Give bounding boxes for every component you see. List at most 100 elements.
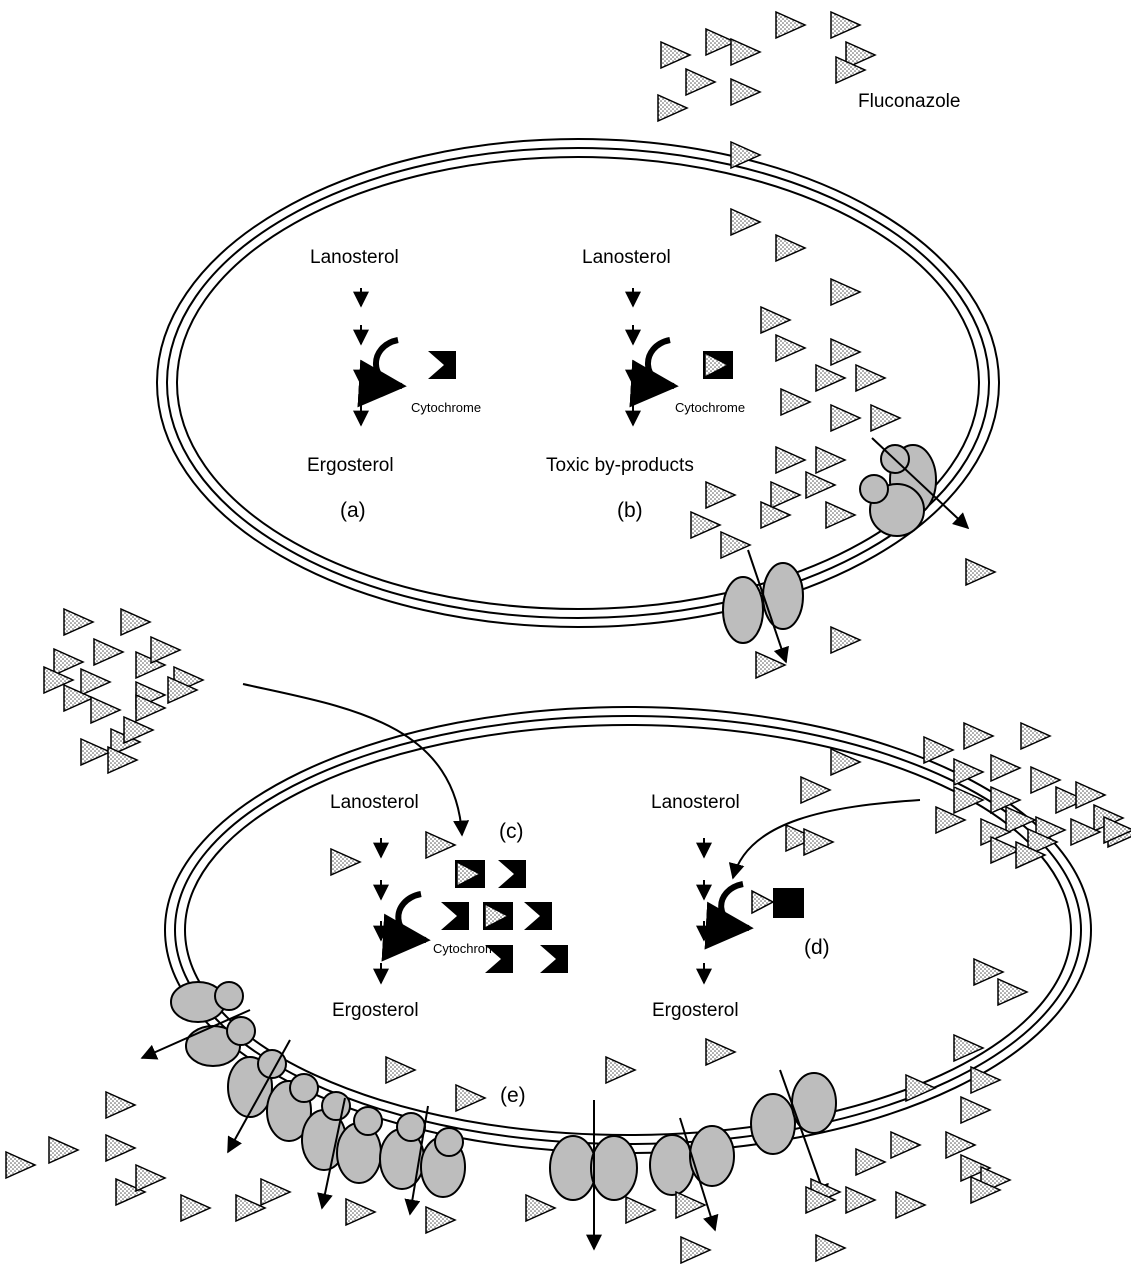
panel-a-letter: (a) xyxy=(340,499,366,522)
panel-b-letter: (b) xyxy=(617,499,643,522)
fluconazole-molecule-icon xyxy=(167,675,199,705)
fluconazole-molecule-icon xyxy=(775,445,807,475)
top-cell-membrane-inner xyxy=(176,156,980,610)
top-cell-membrane-outer xyxy=(156,138,1000,628)
fluconazole-molecule-icon xyxy=(150,635,182,665)
fluconazole-molecule-icon xyxy=(1070,817,1102,847)
fluconazole-molecule-icon xyxy=(625,1195,657,1225)
panel-a-enzyme-label: Cytochrome xyxy=(411,400,481,415)
fluconazole-molecule-icon xyxy=(1015,840,1047,870)
fluconazole-molecule-icon xyxy=(815,363,847,393)
efflux-arrow xyxy=(747,549,789,664)
panel-a-end-label: Ergosterol xyxy=(307,455,394,476)
efflux-pump-icon xyxy=(722,576,764,644)
fluconazole-molecule-icon xyxy=(805,1185,837,1215)
fluconazole-molecules xyxy=(5,10,1131,1264)
cycle-arrow xyxy=(704,881,754,950)
fluconazole-molecule-icon xyxy=(990,753,1022,783)
fluconazole-molecule-icon xyxy=(93,637,125,667)
fluconazole-molecule-icon xyxy=(960,1153,992,1183)
fluconazole-molecule-icon xyxy=(135,1163,167,1193)
fluconazole-molecule-icon xyxy=(760,305,792,335)
cytochrome-enzyme-icon xyxy=(524,902,552,930)
fluconazole-molecule-icon xyxy=(345,1197,377,1227)
fluconazole-molecule-icon xyxy=(330,847,362,877)
cycle-arrow xyxy=(629,337,679,408)
fluconazole-molecule-icon xyxy=(923,735,955,765)
efflux-pump-icon xyxy=(321,1091,351,1121)
panel-c: Lanosterol (c) Cytochrome Ergosterol xyxy=(242,683,568,1021)
fluconazole-molecule-icon xyxy=(945,1130,977,1160)
fluconazole-molecule-icon xyxy=(830,403,862,433)
fluconazole-molecule-icon xyxy=(935,805,967,835)
fluconazole-molecule-icon xyxy=(690,510,722,540)
fluconazole-molecule-icon xyxy=(80,667,112,697)
fluconazole-molecule-icon xyxy=(660,40,692,70)
panel-c-enzyme-label: Cytochrome xyxy=(433,941,503,956)
fluconazole-label: Fluconazole xyxy=(858,91,960,112)
panel-d: Lanosterol (d) Ergosterol xyxy=(651,792,921,1021)
efflux-arrow xyxy=(404,1105,429,1216)
fluconazole-molecule-icon xyxy=(5,1150,37,1180)
fluconazole-molecule-icon xyxy=(775,333,807,363)
fluconazole-molecule-icon xyxy=(680,1235,712,1264)
fluconazole-molecule-icon xyxy=(135,693,167,723)
fluconazole-molecule-icon xyxy=(525,1193,557,1223)
fluconazole-molecule-icon xyxy=(830,10,862,40)
fluconazole-molecule-icon xyxy=(730,207,762,237)
fluconazole-molecule-icon xyxy=(425,830,457,860)
fluconazole-molecule-icon xyxy=(845,40,877,70)
efflux-pump-icon xyxy=(257,1049,287,1079)
fluconazole-molecule-icon xyxy=(705,27,737,57)
panel-a: Lanosterol Cytochrome Ergosterol (a) xyxy=(307,247,481,522)
fluconazole-molecule-icon xyxy=(123,715,155,745)
fluconazole-molecule-icon xyxy=(775,10,807,40)
fluconazole-molecule-icon xyxy=(805,470,837,500)
panel-b: Lanosterol Cytochrome Toxic by-products … xyxy=(546,247,745,522)
fluconazole-molecule-icon xyxy=(770,480,802,510)
fluconazole-bound-icon xyxy=(484,902,510,930)
fluconazole-molecule-icon xyxy=(705,480,737,510)
fluconazole-molecule-icon xyxy=(845,1185,877,1215)
efflux-pump-icon xyxy=(750,1093,796,1155)
cytochrome-enzyme-icon xyxy=(441,902,469,930)
fluconazole-molecule-icon xyxy=(815,445,847,475)
fluconazole-molecule-icon xyxy=(605,1055,637,1085)
fluconazole-molecule-icon xyxy=(870,403,902,433)
fluconazole-molecule-icon xyxy=(953,785,985,815)
cytochrome-enzyme-icon xyxy=(485,945,513,973)
efflux-arrow xyxy=(779,1069,829,1201)
panel-b-start-label: Lanosterol xyxy=(582,247,671,268)
panel-b-end-label: Toxic by-products xyxy=(546,455,694,476)
fluconazole-molecule-icon xyxy=(1020,721,1052,751)
fluconazole-molecule-icon xyxy=(830,277,862,307)
efflux-pump-icon xyxy=(859,474,889,504)
panel-b-enzyme-label: Cytochrome xyxy=(675,400,745,415)
fluconazole-molecule-icon xyxy=(260,1177,292,1207)
fluconazole-molecule-icon xyxy=(953,1033,985,1063)
fluconazole-molecule-icon xyxy=(105,1090,137,1120)
panel-c-start-label: Lanosterol xyxy=(330,792,419,813)
fluconazole-molecule-icon xyxy=(105,1133,137,1163)
fluconazole-molecule-icon xyxy=(425,1205,457,1235)
efflux-pump-icon xyxy=(434,1127,464,1157)
fluconazole-molecule-icon xyxy=(63,607,95,637)
fluconazole-molecule-icon xyxy=(90,695,122,725)
fluconazole-molecule-icon xyxy=(830,747,862,777)
fluconazole-molecule-icon xyxy=(1055,785,1087,815)
panel-d-end-label: Ergosterol xyxy=(652,1000,739,1021)
fluconazole-molecule-icon xyxy=(180,1193,212,1223)
fluconazole-molecule-icon xyxy=(970,1065,1002,1095)
fluconazole-molecule-icon xyxy=(890,1130,922,1160)
fluconazole-molecule-icon xyxy=(755,650,787,680)
efflux-pump-icon xyxy=(590,1135,638,1201)
efflux-arrow xyxy=(227,1039,291,1154)
efflux-arrow xyxy=(317,1097,346,1210)
fluconazole-molecule-icon xyxy=(895,1190,927,1220)
fluconazole-molecule-icon xyxy=(730,140,762,170)
fluconazole-molecule-icon xyxy=(657,93,689,123)
fluconazole-molecule-icon xyxy=(780,387,812,417)
fluconazole-molecule-icon xyxy=(685,67,717,97)
uptake-arrow xyxy=(242,683,470,837)
cycle-arrow xyxy=(357,337,407,408)
